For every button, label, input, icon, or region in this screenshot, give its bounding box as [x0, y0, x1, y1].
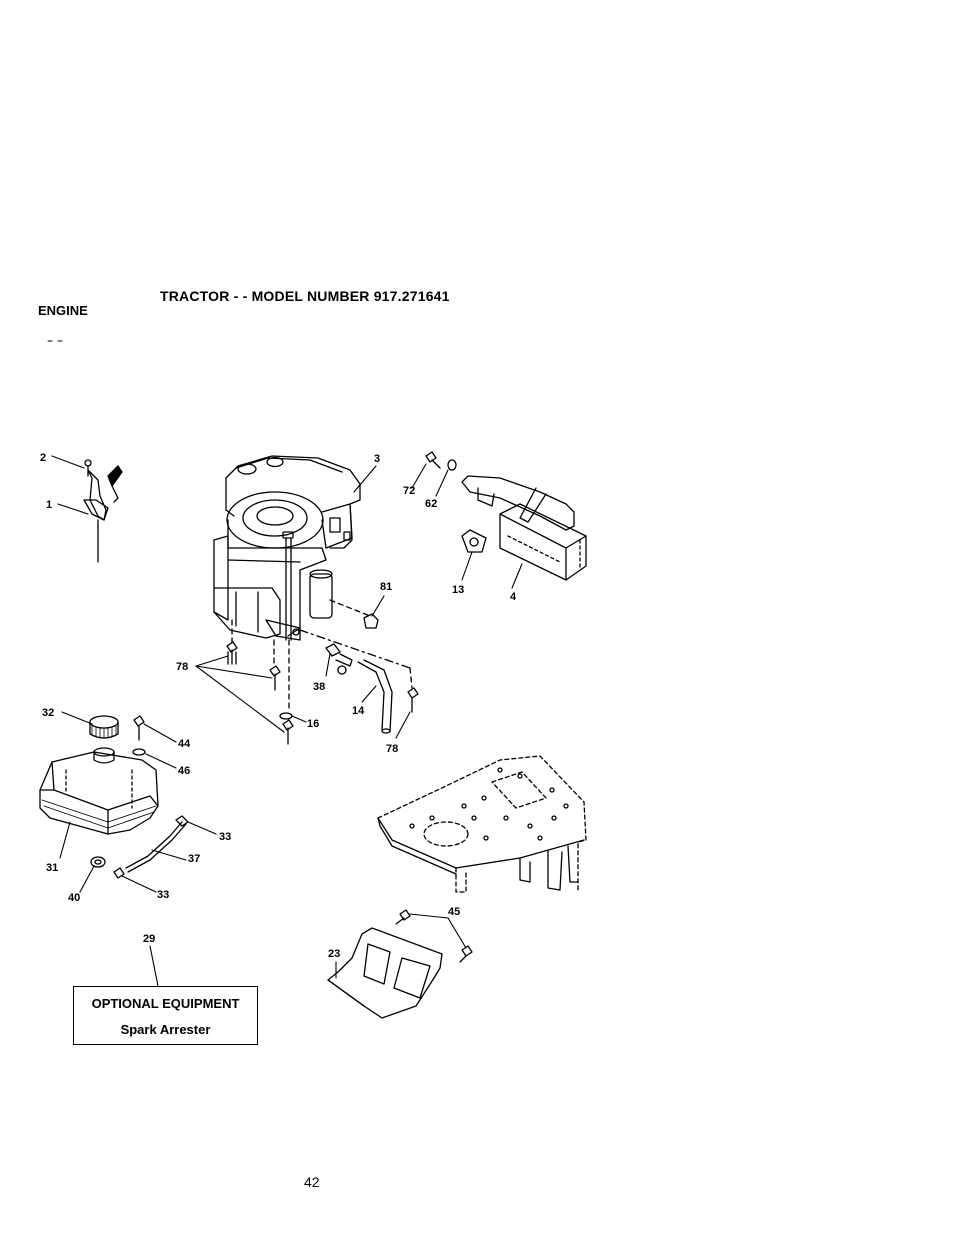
callout-label: 4	[510, 591, 517, 603]
callout-label: 40	[68, 892, 80, 904]
callout-label: 31	[46, 862, 58, 874]
optional-equipment-title: OPTIONAL EQUIPMENT	[91, 996, 240, 1011]
optional-equipment-box: OPTIONAL EQUIPMENT Spark Arrester	[73, 986, 258, 1045]
callout-label: 33	[219, 831, 231, 843]
callout-label: 45	[448, 906, 460, 918]
callout-label: 23	[328, 948, 340, 960]
callout-label: 38	[313, 681, 325, 693]
callout-label: 3	[374, 453, 380, 465]
callout-label: 16	[307, 718, 319, 730]
throttle-control-part	[83, 459, 123, 563]
callout-label: 29	[143, 933, 155, 945]
page-title: TRACTOR - - MODEL NUMBER 917.271641	[160, 288, 450, 304]
callout-label: 72	[403, 485, 415, 497]
callout-label: 1	[46, 499, 52, 511]
fuel-tank-parts	[39, 715, 189, 879]
muffler-parts	[425, 451, 587, 581]
heat-shield-part	[327, 909, 473, 1019]
callout-label: 33	[157, 889, 169, 901]
callout-label: 78	[386, 743, 398, 755]
engine-fasteners	[226, 599, 419, 745]
callout-label: 46	[178, 765, 190, 777]
callout-label: 32	[42, 707, 54, 719]
engine-part	[213, 455, 361, 641]
page-number: 42	[304, 1174, 320, 1190]
callout-label: 2	[40, 452, 46, 464]
callout-labels: 2 1 3 72 62 13 4 81 78 38 14 16 78 32 44…	[40, 452, 517, 960]
callout-leader-lines	[51, 455, 523, 987]
section-heading: ENGINE	[38, 303, 88, 318]
callout-label: 13	[452, 584, 464, 596]
mounting-plate-part	[377, 755, 587, 893]
callout-label: 81	[380, 581, 392, 593]
callout-label: 44	[178, 738, 191, 750]
optional-equipment-item: Spark Arrester	[120, 1022, 211, 1037]
callout-label: 37	[188, 853, 200, 865]
callout-label: 14	[352, 705, 365, 717]
callout-label: 62	[425, 498, 437, 510]
callout-label: 78	[176, 661, 188, 673]
